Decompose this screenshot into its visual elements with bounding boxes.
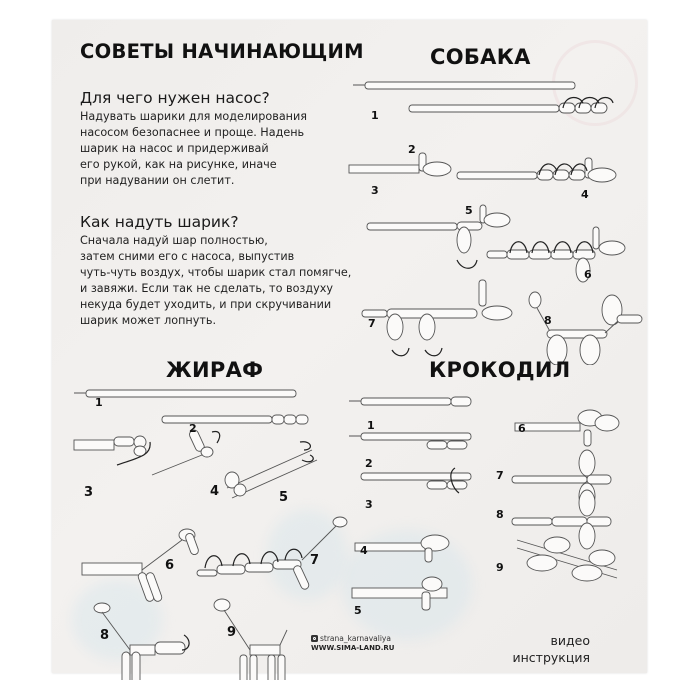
giraffe-step-4: 4 (210, 484, 220, 499)
giraffe-step-1: 1 (95, 396, 103, 409)
dog-title: СОБАКА (430, 45, 531, 69)
crocodile-step-6: 6 (518, 422, 526, 435)
dog-step-5: 5 (465, 204, 473, 217)
crocodile-diagram (349, 396, 620, 563)
giraffe-step-7: 7 (310, 553, 320, 568)
crocodile-step-7: 7 (496, 469, 504, 482)
instruction-card: СОВЕТЫ НАЧИНАЮЩИМ Для чего нужен насос? … (52, 20, 647, 680)
giraffe-step-5: 5 (279, 490, 289, 505)
website-link[interactable]: WWW.SIMA-LAND.RU (311, 644, 395, 652)
question-pump: Для чего нужен насос? (80, 89, 270, 107)
instagram-icon (311, 635, 318, 642)
crocodile-title: КРОКОДИЛ (429, 358, 571, 382)
giraffe-step-3: 3 (84, 485, 94, 500)
dog-step-3: 3 (371, 184, 379, 197)
dog-step-2: 2 (408, 143, 416, 156)
crocodile-step-5: 5 (354, 604, 362, 617)
dog-step-8: 8 (544, 314, 552, 327)
giraffe-step-2: 2 (189, 422, 197, 435)
tips-title: СОВЕТЫ НАЧИНАЮЩИМ (80, 40, 364, 63)
dog-diagram (348, 81, 643, 365)
crocodile-step-8: 8 (496, 508, 504, 521)
question-inflate: Как надуть шарик? (80, 213, 239, 231)
crocodile-step-1: 1 (367, 419, 375, 432)
answer-pump: Надувать шарики для моделирования насосо… (80, 110, 307, 187)
dog-step-4: 4 (581, 188, 589, 201)
crocodile-step-9: 9 (496, 561, 504, 574)
giraffe-title: ЖИРАФ (166, 358, 264, 382)
crocodile-step-4: 4 (360, 544, 368, 557)
dog-step-1: 1 (371, 109, 379, 122)
giraffe-step-8: 8 (100, 628, 110, 643)
crocodile-step-3: 3 (365, 498, 373, 511)
answer-inflate: Сначала надуй шар полностью, затем сними… (80, 234, 352, 327)
giraffe-step-9: 9 (227, 625, 237, 640)
video-instruction[interactable]: видео инструкция (512, 633, 590, 665)
dog-step-7: 7 (368, 317, 376, 330)
dog-step-6: 6 (584, 268, 592, 281)
instagram-handle[interactable]: strana_karnavaliya (311, 634, 391, 643)
giraffe-diagram (73, 389, 348, 680)
crocodile-diagram-lower (351, 536, 618, 611)
crocodile-step-2: 2 (365, 457, 373, 470)
giraffe-step-6: 6 (165, 558, 175, 573)
